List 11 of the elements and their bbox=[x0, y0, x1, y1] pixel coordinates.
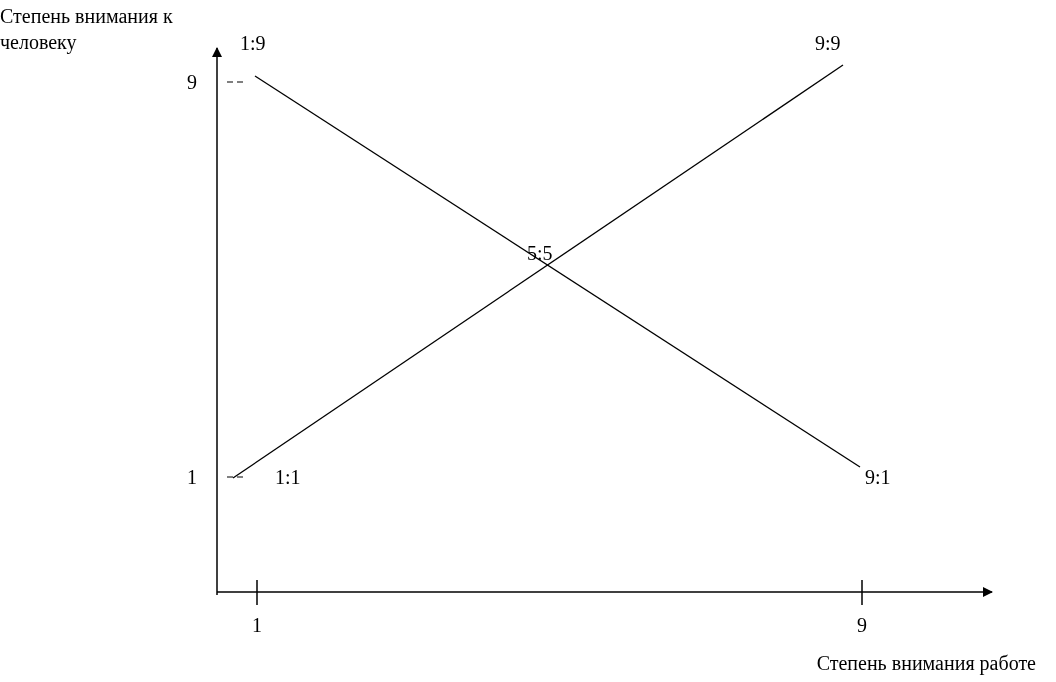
tick-label: 9 bbox=[187, 70, 197, 95]
tick-label: 1 bbox=[252, 613, 262, 638]
tick-label: 1 bbox=[187, 465, 197, 490]
tick-label: 9 bbox=[857, 613, 867, 638]
axis-title: Степень внимания работе bbox=[816, 651, 1036, 676]
point-label: 1:1 bbox=[275, 465, 301, 490]
point-label: 5:5 bbox=[527, 241, 553, 266]
point-label: 9:1 bbox=[865, 465, 891, 490]
axis-title: Степень внимания к человеку bbox=[0, 4, 174, 55]
point-label: 9:9 bbox=[815, 31, 841, 56]
point-label: 1:9 bbox=[240, 31, 266, 56]
